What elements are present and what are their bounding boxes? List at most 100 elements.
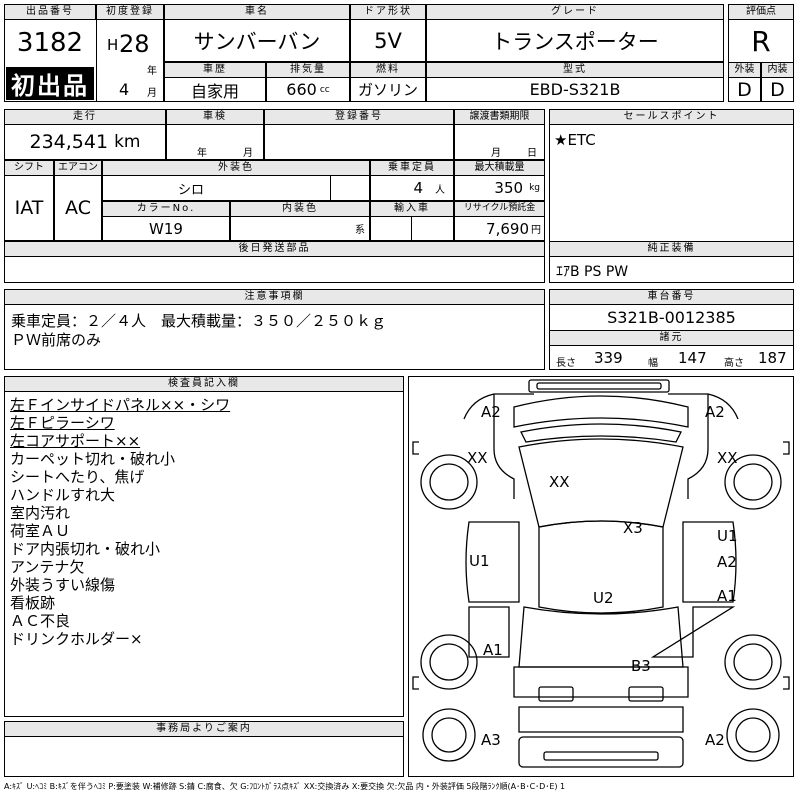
color-label: 外装色 [102,160,370,176]
sales-point-label: セールスポイント [549,109,794,125]
fuel-label: 燃料 [350,62,426,78]
dims-label: 諸元 [549,330,794,346]
mark-a2-r: A2 [717,553,737,571]
first-sale-badge: 初出品 [6,67,94,100]
sales-point-text: ★ETC [554,131,596,149]
caution-line-1: 乗車定員：２／４人 最大積載量：３５０／２５０ｋｇ [11,312,387,330]
office-box [4,736,404,777]
capacity: 4 人 [370,175,454,201]
transfer-label: 譲渡書類期限 [454,109,545,125]
mark-a1-r: A1 [717,587,737,605]
regno-label: 登録番号 [264,109,454,125]
later-parts-label: 後日発送部品 [4,241,545,257]
score-label: 評価点 [728,4,794,20]
load: 350 kg [454,175,545,201]
mark-x3: X3 [623,519,643,537]
mark-b3: B3 [631,657,651,675]
inspector-line: カーペット切れ・破れ小 [10,450,176,468]
later-parts [4,256,545,283]
mark-xx-hood: XX [549,473,570,491]
capacity-unit: 人 [435,184,445,196]
reg-month-unit: 月 [147,88,157,99]
genuine-box: ｴｱB PS PW [549,256,794,283]
history-label: 車歴 [164,62,266,78]
reg-date: H 28 年 4 月 [96,19,164,102]
mark-a2-tr: A2 [705,403,725,421]
inspector-line: ハンドルすれ大 [10,486,116,504]
reg-month: 4 [119,80,130,99]
history: 自家用 [164,77,266,102]
transfer-month-unit: 月 [491,148,501,159]
car-diagram: A2 A2 XX XX XX X3 U1 U1 A2 A1 U2 A1 B3 A… [408,376,794,777]
reg-year: 28 [119,30,150,58]
car-name-label: 車名 [164,4,350,20]
inspector-line: 看板跡 [10,594,56,612]
color-no: W19 [102,216,230,241]
color-value: シロ [177,182,204,198]
chassis-label: 車台番号 [549,289,794,305]
mark-a2-br: A2 [705,731,725,749]
score: R [728,19,794,63]
fuel: ガソリン [350,77,426,102]
mark-a1-l: A1 [483,641,503,659]
lot-number: 3182 [4,19,96,67]
displacement-label: 排気量 [266,62,350,78]
int-color: 系 [230,216,370,241]
genuine-text: ｴｱB PS PW [556,264,629,280]
inspector-line: ドア内張切れ・破れ小 [10,540,161,558]
mark-xx-r: XX [717,449,738,467]
interior-label: 内装 [761,62,794,78]
recycle: 7,690 円 [454,216,545,241]
recycle-value: 7,690 [486,219,529,238]
inspection-month-unit: 月 [243,148,253,159]
exterior-label: 外装 [728,62,761,78]
mark-a3-bl: A3 [481,731,501,749]
caution-line-2: ＰＷ前席のみ [11,331,102,349]
caution-label: 注意事項欄 [4,289,545,305]
int-color-unit: 系 [355,225,365,236]
inspector-line: 左コアサポート×× [10,432,141,450]
caution-box: 乗車定員：２／４人 最大積載量：３５０／２５０ｋｇ ＰＷ前席のみ [4,304,545,370]
displacement-value: 660 [286,80,317,99]
height-label: 高さ [724,358,744,369]
mark-a2-tl: A2 [481,403,501,421]
color-no-label: カラーNo. [102,201,230,217]
recycle-unit: 円 [531,225,541,236]
load-label: 最大積載量 [454,160,545,176]
inspection-label: 車検 [166,109,264,125]
chassis-number: S321B-0012385 [549,304,794,331]
model-label: 型式 [426,62,724,78]
mark-xx-l: XX [467,449,488,467]
inspection: 年 月 [166,124,264,160]
transfer-day-unit: 日 [527,148,537,159]
inspector-line: ＡＣ不良 [10,612,71,630]
width-label: 幅 [648,358,658,369]
reg-era: H [107,36,119,54]
grade-label: グレード [426,4,724,20]
first-sale-text: 初出品 [11,72,89,100]
inspector-box: 左Ｆインサイドパネル××・シワ左Ｆピラーシワ左コアサポート××カーペット切れ・破… [4,391,404,717]
car-outline [412,379,790,768]
capacity-value: 4 [413,179,423,197]
mark-u1-l: U1 [469,552,490,570]
grade: トランスポーター [426,19,724,62]
color-sub-divider [330,175,370,201]
shift-label: シフト [4,160,54,176]
ac: AC [54,175,102,241]
shift: IAT [4,175,54,241]
inspector-line: アンテナ欠 [10,558,85,576]
import-label: 輸入車 [370,201,454,217]
inspector-line: 室内汚れ [10,504,71,522]
inspector-line: ドリンクホルダー× [10,630,143,648]
genuine-label: 純正装備 [549,241,794,257]
inspector-line: 左Ｆピラーシワ [10,414,115,432]
mileage: 234,541 km [4,124,166,160]
length-label: 長さ [556,358,576,369]
door-label: ドア形状 [350,4,426,20]
displacement-unit: cc [319,84,330,95]
regno [264,124,454,160]
bracket [412,441,419,455]
load-value: 350 [494,179,524,197]
displacement: 660 cc [266,77,350,102]
transfer: 月 日 [454,124,545,160]
